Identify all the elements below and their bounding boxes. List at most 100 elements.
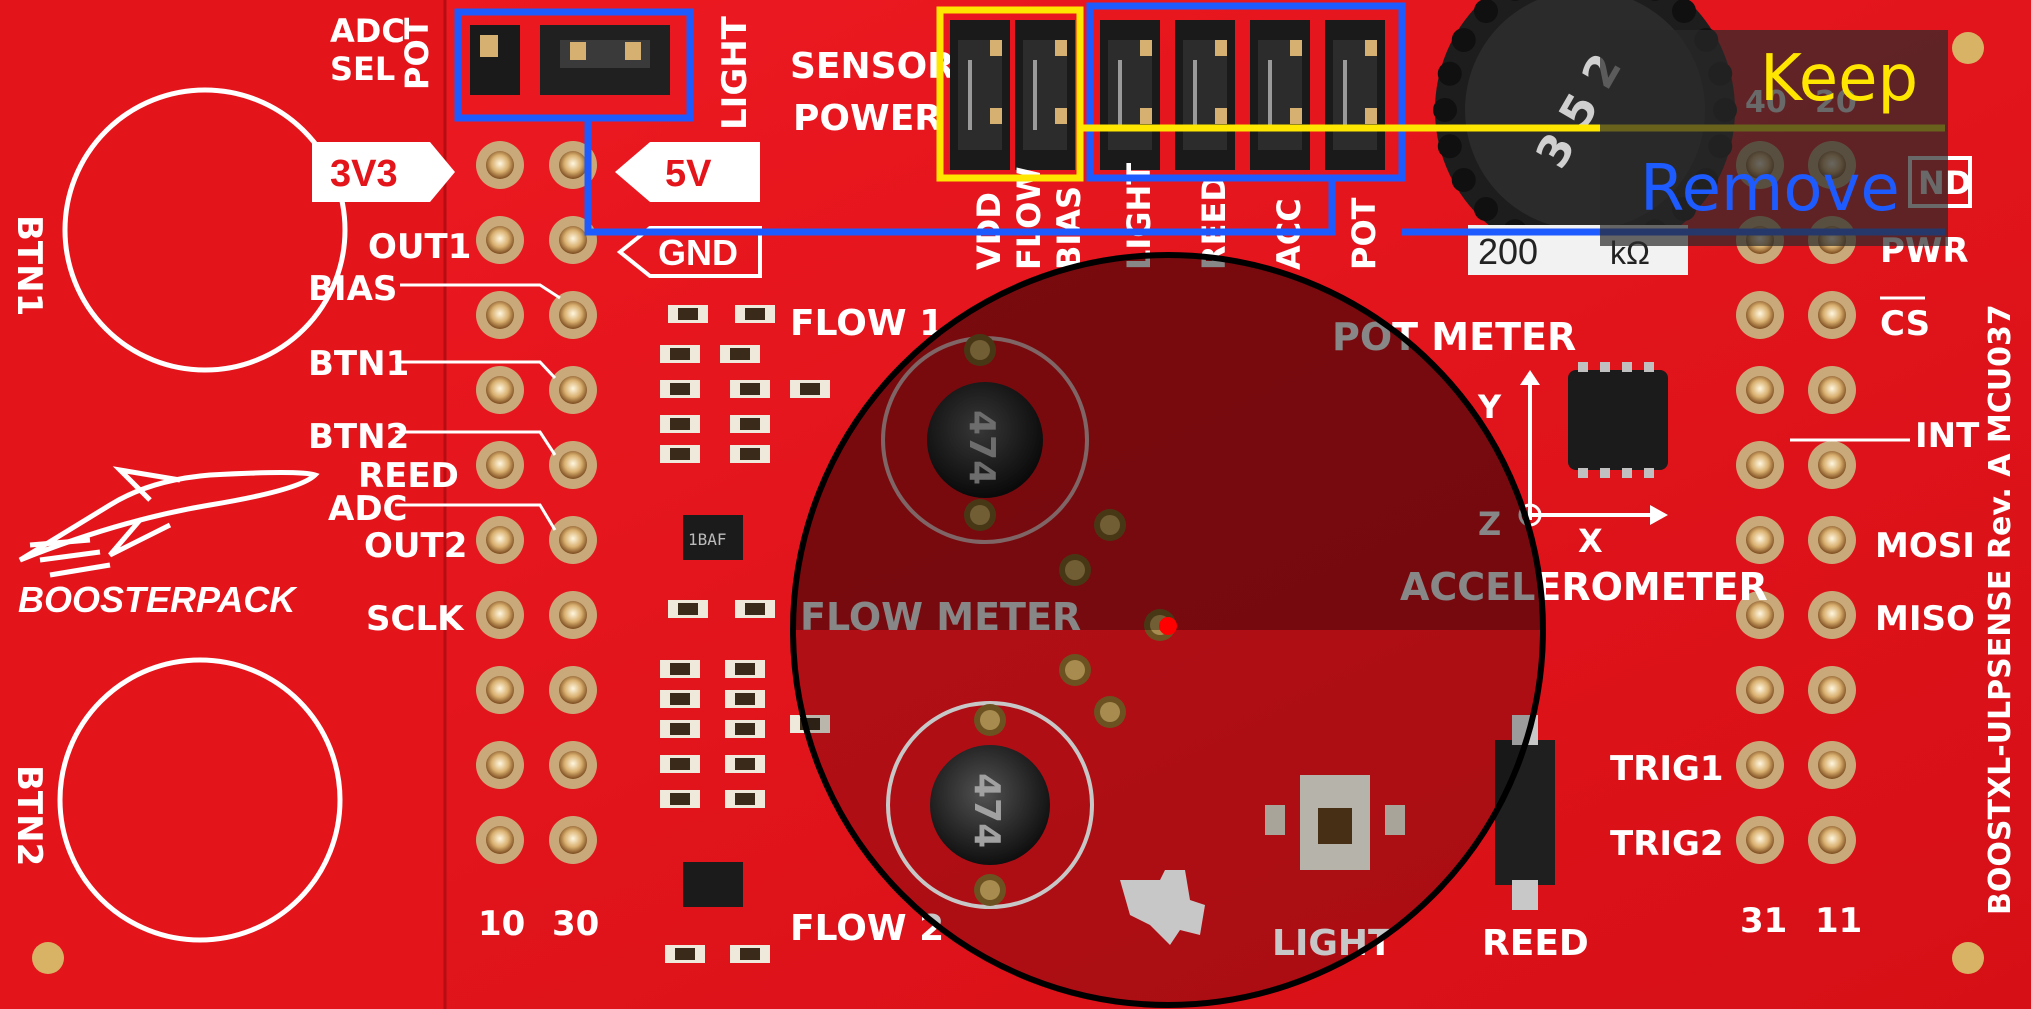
- smd-body: [745, 603, 765, 615]
- sclk-label: SCLK: [366, 599, 465, 639]
- trig2-label: TRIG2: [1610, 824, 1724, 864]
- left-header: [476, 141, 597, 864]
- jumper-pin: [990, 108, 1002, 124]
- header-pin-solder: [486, 301, 514, 329]
- acc-pad: [1644, 362, 1654, 372]
- header-pin-solder: [486, 751, 514, 779]
- adc-label: ADC: [330, 12, 405, 50]
- legend-panel: [1600, 30, 1948, 246]
- adc2-label: ADC: [328, 489, 408, 529]
- out1-label: OUT1: [368, 227, 471, 267]
- smd-body: [678, 308, 698, 320]
- focus-dot: [1159, 617, 1177, 635]
- jumper-shunt: [1023, 40, 1067, 150]
- light-vertical-label: LIGHT: [715, 15, 755, 130]
- header-pin-solder: [1818, 526, 1846, 554]
- btn2-label: BTN2: [308, 417, 409, 457]
- 3v3-tag: [312, 142, 455, 202]
- pin10-label: 10: [478, 904, 525, 944]
- pin31-label: 31: [1740, 901, 1787, 941]
- mounting-hole: [1952, 942, 1984, 974]
- light-sensor: [1265, 775, 1405, 870]
- smd-body: [670, 418, 690, 430]
- header-pin-solder: [486, 826, 514, 854]
- pot2-label: POT: [1345, 197, 1383, 270]
- int-label: INT: [1915, 416, 1980, 456]
- miso-label: MISO: [1875, 599, 1975, 639]
- header-pin-solder: [486, 526, 514, 554]
- ic-mark-label: 1BAF: [688, 530, 727, 549]
- 5v-tag: [615, 142, 760, 202]
- btn2-touch-pad: [57, 657, 343, 943]
- x-axis-label: X: [1578, 522, 1603, 560]
- via-core: [1065, 560, 1085, 580]
- acc-pad: [1600, 362, 1610, 372]
- via-core: [1100, 515, 1120, 535]
- jumper-pin: [1140, 40, 1152, 56]
- header-pin-solder: [486, 151, 514, 179]
- mosi-label: MOSI: [1875, 526, 1975, 566]
- pot-tooth: [1510, 0, 1520, 1]
- header-pin-solder: [1818, 826, 1846, 854]
- inductor1-label: 474: [961, 410, 1002, 485]
- mounting-hole: [1952, 32, 1984, 64]
- smd-body: [670, 693, 690, 705]
- smd-body: [675, 948, 695, 960]
- btn2-side-label: BTN2: [9, 765, 49, 866]
- smd-body: [735, 793, 755, 805]
- smd-body: [730, 348, 750, 360]
- via-core: [1065, 660, 1085, 680]
- header-pin-solder: [1746, 451, 1774, 479]
- acc-pad: [1600, 468, 1610, 478]
- jumper-pin: [1365, 40, 1377, 56]
- header-pin-solder: [1818, 376, 1846, 404]
- header-pin-solder: [1746, 826, 1774, 854]
- bias-label: BIAS: [308, 269, 397, 309]
- bias2-label: BIAS: [1050, 186, 1088, 270]
- header-pin-solder: [486, 226, 514, 254]
- inductor2-label: 474: [966, 773, 1007, 848]
- pot-tooth: [1437, 61, 1462, 86]
- pot-tooth: [1433, 98, 1457, 122]
- header-pin-solder: [1746, 676, 1774, 704]
- header-pin-solder: [559, 376, 587, 404]
- remove-box-adc-sel: [454, 8, 694, 122]
- smd-body: [735, 663, 755, 675]
- pin11-label: 11: [1815, 901, 1862, 941]
- header-pin-solder: [1818, 601, 1846, 629]
- flow-ic-1: 1BAF: [683, 515, 743, 560]
- jumper-pin: [1215, 40, 1227, 56]
- jumper-shunt: [1258, 40, 1302, 150]
- z-axis-label: Z: [1478, 505, 1501, 543]
- acc-pad: [1644, 468, 1654, 478]
- pot-tooth: [1671, 0, 1696, 24]
- jumper-pin: [1215, 108, 1227, 124]
- pot-tooth: [1437, 134, 1462, 159]
- accelerometer-chip: X Y Z: [1477, 362, 1668, 560]
- header-pin-solder: [559, 301, 587, 329]
- flow2-label: FLOW 2: [790, 908, 944, 949]
- cs-label: CS: [1880, 304, 1930, 344]
- pot-value-label: 200: [1478, 231, 1538, 272]
- smd-body: [800, 383, 820, 395]
- 5v-label: 5V: [665, 153, 712, 195]
- header-pin-solder: [559, 151, 587, 179]
- ti-logo-icon: [1120, 870, 1205, 945]
- pot-vertical-label: POT: [398, 17, 436, 90]
- flow-ic-2: [683, 862, 743, 907]
- adc-sel-jumper: [470, 25, 670, 95]
- acc-pad: [1578, 362, 1588, 372]
- smd-body: [670, 758, 690, 770]
- flow-meter-label: FLOW METER: [800, 595, 1081, 639]
- rocket-logo-icon: [18, 466, 320, 578]
- reed-label: REED: [358, 456, 459, 496]
- smd-components: [660, 305, 830, 963]
- header-pin-solder: [559, 526, 587, 554]
- sensor-label: SENSOR: [790, 46, 955, 87]
- trig1-label: TRIG1: [1610, 749, 1724, 789]
- jumper-pin: [1055, 40, 1067, 56]
- sel-label: SEL: [330, 50, 395, 88]
- legend-keep: Keep: [1760, 42, 1918, 116]
- header-pin-solder: [1818, 301, 1846, 329]
